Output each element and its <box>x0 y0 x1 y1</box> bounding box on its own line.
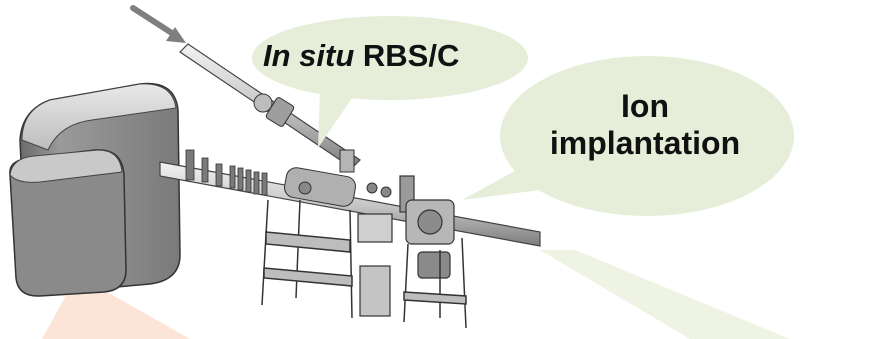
rbs-callout-italic: In situ <box>263 38 355 73</box>
implantation-callout-line1: Ion <box>621 88 669 124</box>
target-chamber <box>357 175 455 317</box>
rbs-beamline <box>179 43 361 173</box>
left-beam-highlight <box>42 288 190 339</box>
support-frame-right <box>403 237 467 329</box>
accelerator-box <box>9 82 181 297</box>
rbs-callout-label: In situ RBS/C <box>263 38 459 74</box>
arrow-icon <box>130 5 186 43</box>
implantation-callout-line2: implantation <box>549 124 741 161</box>
support-frame-left <box>261 199 353 319</box>
implantation-callout-label: Ion implantation <box>521 88 769 162</box>
rbs-callout-bubble <box>252 16 528 148</box>
implantation-callout-bubble <box>462 56 794 216</box>
rbs-callout-rest: RBS/C <box>362 38 460 73</box>
right-beam-highlight <box>540 250 790 339</box>
